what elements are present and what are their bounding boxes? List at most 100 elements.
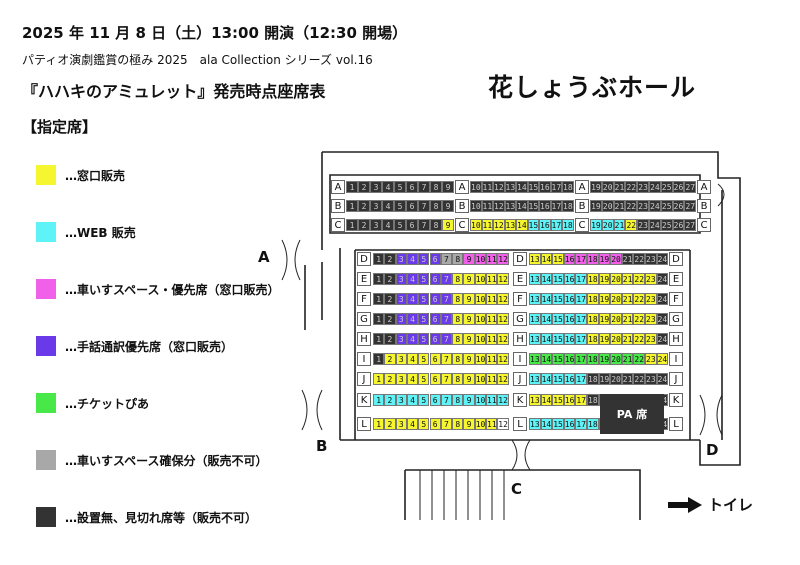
seat[interactable]: 10 [474, 253, 486, 265]
seat[interactable]: 22 [633, 253, 645, 265]
seat[interactable]: 18 [587, 253, 599, 265]
seat[interactable]: 4 [406, 353, 419, 365]
seat[interactable]: 24 [649, 200, 661, 212]
seat[interactable]: 13 [529, 418, 541, 430]
seat[interactable]: 8 [452, 394, 464, 406]
seat[interactable]: 23 [645, 373, 657, 385]
seat[interactable]: 19 [598, 273, 611, 285]
seat[interactable]: 10 [474, 353, 486, 365]
seat[interactable]: 24 [656, 253, 669, 265]
seat[interactable]: 12 [497, 394, 509, 406]
seat[interactable]: 23 [637, 219, 649, 231]
seat[interactable]: 3 [395, 293, 407, 305]
seat[interactable]: 3 [395, 333, 407, 345]
seat[interactable]: 21 [613, 181, 626, 193]
seat[interactable]: 13 [504, 219, 516, 231]
seat[interactable]: 12 [497, 418, 509, 430]
seat[interactable]: 23 [645, 253, 657, 265]
seat[interactable]: 25 [660, 219, 673, 231]
seat[interactable]: 14 [540, 313, 553, 325]
seat[interactable]: 8 [452, 373, 464, 385]
seat[interactable]: 8 [452, 418, 464, 430]
seat[interactable]: 18 [562, 200, 574, 212]
seat[interactable]: 16 [563, 333, 576, 345]
seat[interactable]: 12 [493, 181, 505, 193]
seat[interactable]: 13 [504, 200, 516, 212]
seat[interactable]: 6 [429, 253, 441, 265]
seat[interactable]: 1 [373, 418, 385, 430]
seat[interactable]: 7 [418, 181, 430, 193]
seat[interactable]: 20 [610, 293, 622, 305]
seat[interactable]: 21 [621, 333, 634, 345]
seat[interactable]: 12 [497, 313, 509, 325]
seat[interactable]: 10 [474, 373, 486, 385]
seat[interactable]: 4 [382, 200, 394, 212]
seat[interactable]: 20 [610, 353, 622, 365]
seat[interactable]: 22 [633, 353, 645, 365]
seat[interactable]: 15 [552, 333, 564, 345]
seat[interactable]: 7 [440, 418, 453, 430]
seat[interactable]: 20 [610, 253, 622, 265]
seat[interactable]: 3 [395, 353, 407, 365]
seat[interactable]: 16 [563, 313, 576, 325]
seat[interactable]: 15 [552, 273, 564, 285]
seat[interactable]: 10 [474, 333, 486, 345]
seat[interactable]: 19 [590, 181, 602, 193]
seat[interactable]: 14 [516, 219, 528, 231]
seat[interactable]: 20 [610, 273, 622, 285]
seat[interactable]: 21 [621, 293, 634, 305]
seat[interactable]: 21 [621, 273, 634, 285]
seat[interactable]: 21 [613, 200, 626, 212]
seat[interactable]: 1 [346, 181, 358, 193]
seat[interactable]: 20 [601, 200, 614, 212]
seat[interactable]: 24 [656, 333, 669, 345]
seat[interactable]: 20 [610, 373, 622, 385]
seat[interactable]: 8 [430, 200, 442, 212]
seat[interactable]: 18 [587, 293, 599, 305]
seat[interactable]: 5 [394, 181, 406, 193]
seat[interactable]: 6 [429, 373, 441, 385]
seat[interactable]: 1 [373, 394, 385, 406]
seat[interactable]: 7 [418, 200, 430, 212]
seat[interactable]: 4 [406, 333, 419, 345]
seat[interactable]: 3 [395, 394, 407, 406]
seat[interactable]: 9 [463, 394, 475, 406]
seat[interactable]: 1 [346, 219, 358, 231]
seat[interactable]: 11 [486, 373, 498, 385]
seat[interactable]: 1 [373, 313, 385, 325]
seat[interactable]: 7 [440, 273, 453, 285]
seat[interactable]: 10 [470, 219, 482, 231]
seat[interactable]: 13 [529, 273, 541, 285]
seat[interactable]: 15 [552, 313, 564, 325]
seat[interactable]: 3 [395, 313, 407, 325]
seat[interactable]: 14 [540, 394, 553, 406]
seat[interactable]: 12 [497, 253, 509, 265]
seat[interactable]: 8 [430, 181, 442, 193]
seat[interactable]: 26 [672, 219, 685, 231]
seat[interactable]: 6 [429, 313, 441, 325]
seat[interactable]: 16 [539, 219, 551, 231]
seat[interactable]: 5 [418, 353, 430, 365]
seat[interactable]: 11 [481, 181, 493, 193]
seat[interactable]: 6 [406, 219, 418, 231]
seat[interactable]: 1 [373, 353, 385, 365]
seat[interactable]: 19 [598, 333, 611, 345]
seat[interactable]: 17 [575, 313, 587, 325]
seat[interactable]: 7 [440, 313, 453, 325]
seat[interactable]: 17 [575, 333, 587, 345]
seat[interactable]: 21 [621, 253, 634, 265]
seat[interactable]: 5 [418, 394, 430, 406]
seat[interactable]: 15 [552, 418, 564, 430]
seat[interactable]: 25 [660, 200, 673, 212]
seat[interactable]: 5 [394, 200, 406, 212]
seat[interactable]: 23 [645, 293, 657, 305]
seat[interactable]: 19 [598, 353, 611, 365]
seat[interactable]: 26 [672, 200, 685, 212]
seat[interactable]: 16 [563, 418, 576, 430]
seat[interactable]: 4 [382, 219, 394, 231]
seat[interactable]: 2 [384, 418, 396, 430]
seat[interactable]: 18 [587, 333, 599, 345]
seat[interactable]: 13 [529, 394, 541, 406]
seat[interactable]: 20 [610, 313, 622, 325]
seat[interactable]: 14 [516, 200, 528, 212]
